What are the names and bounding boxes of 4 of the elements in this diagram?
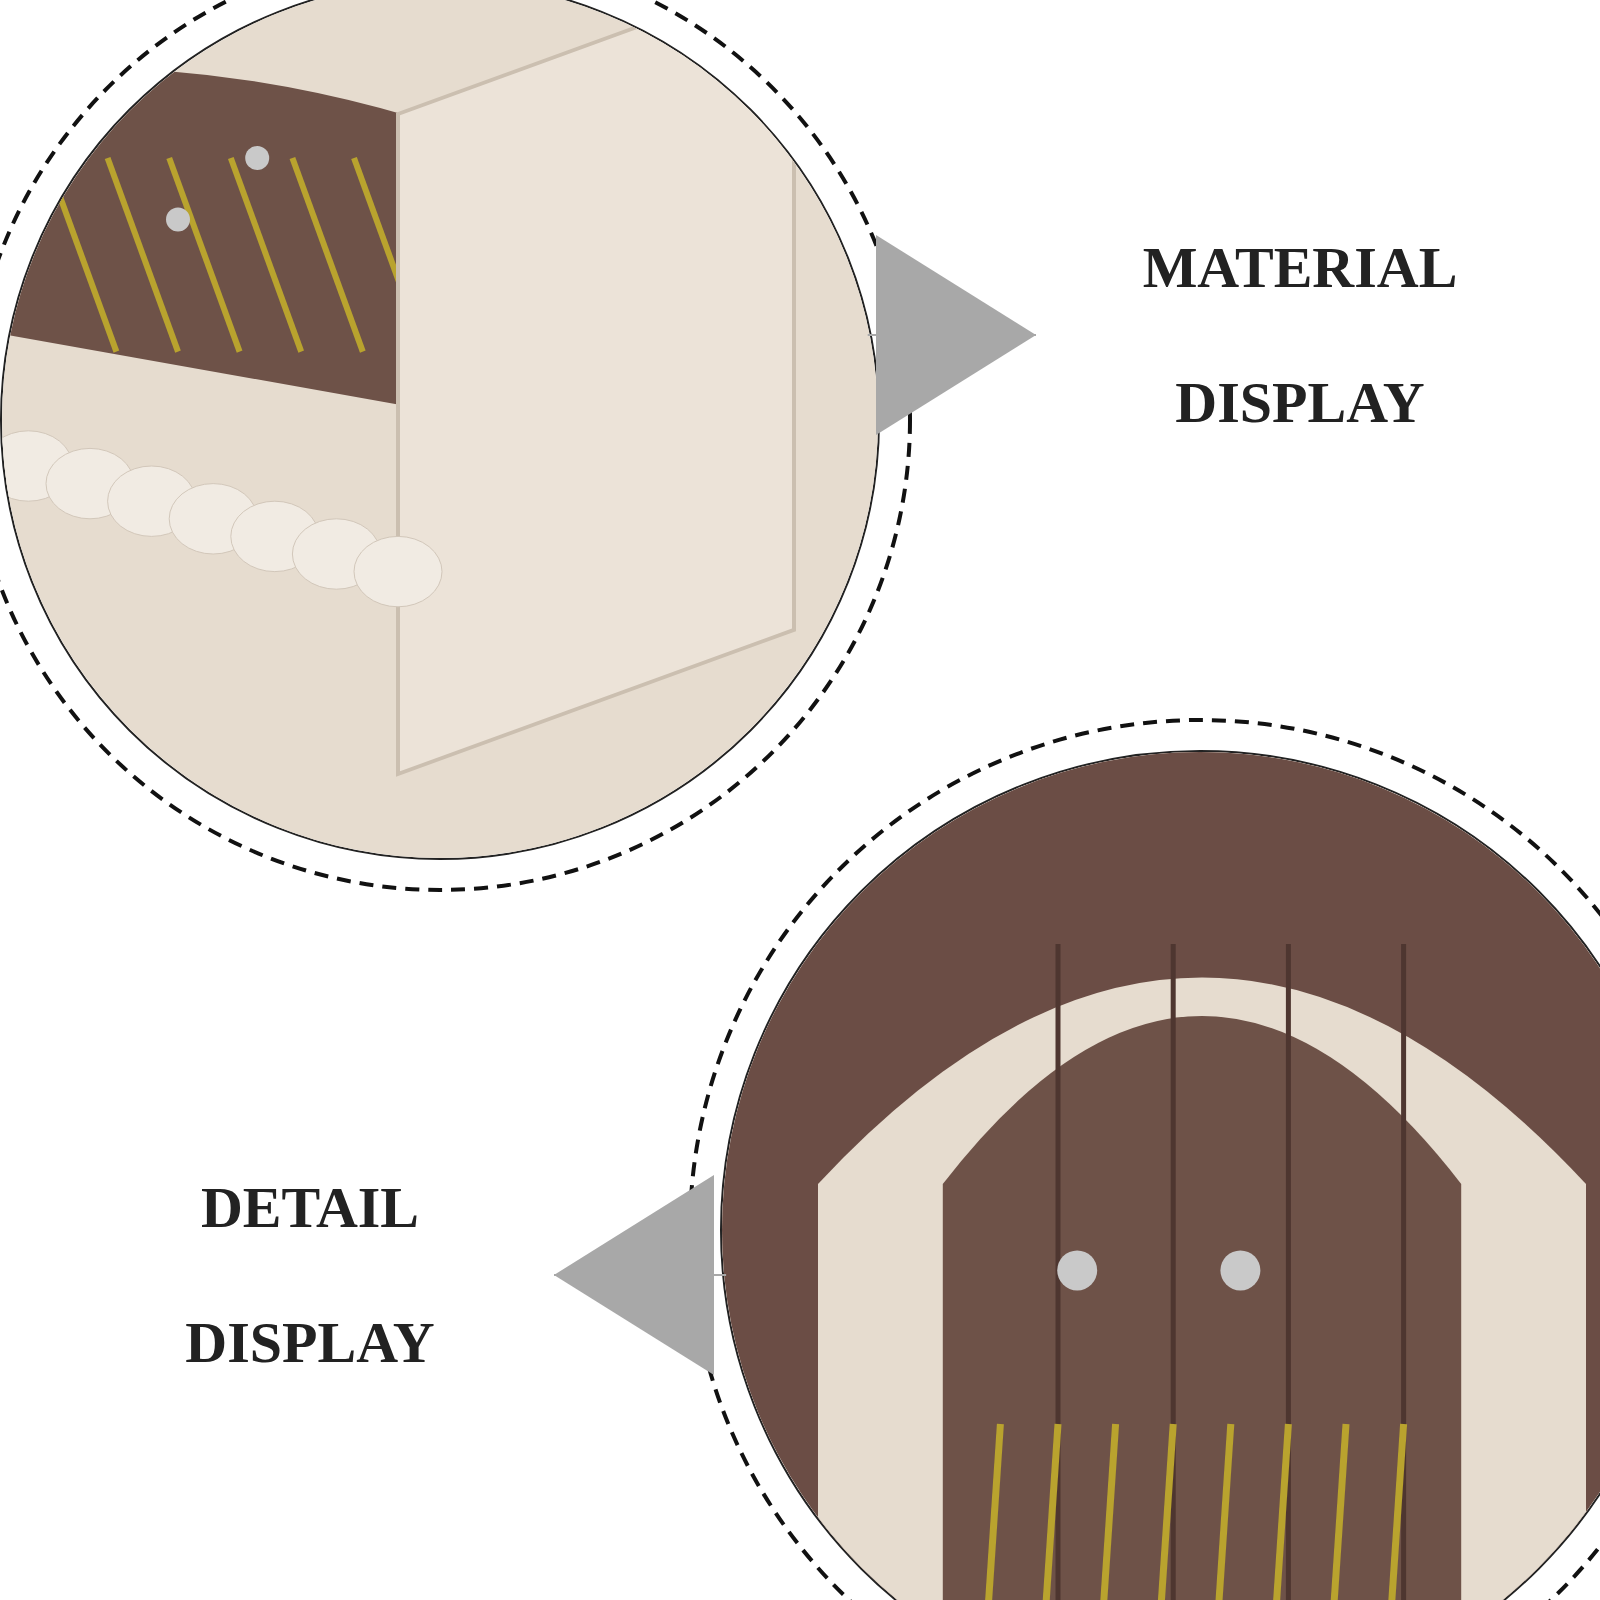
heading-text: DETAIL DISPLAY [70,1140,550,1410]
pointer-arrow [553,1175,728,1375]
heading-text: MATERIAL DISPLAY [1040,200,1560,470]
pointer-arrow [866,235,1037,435]
